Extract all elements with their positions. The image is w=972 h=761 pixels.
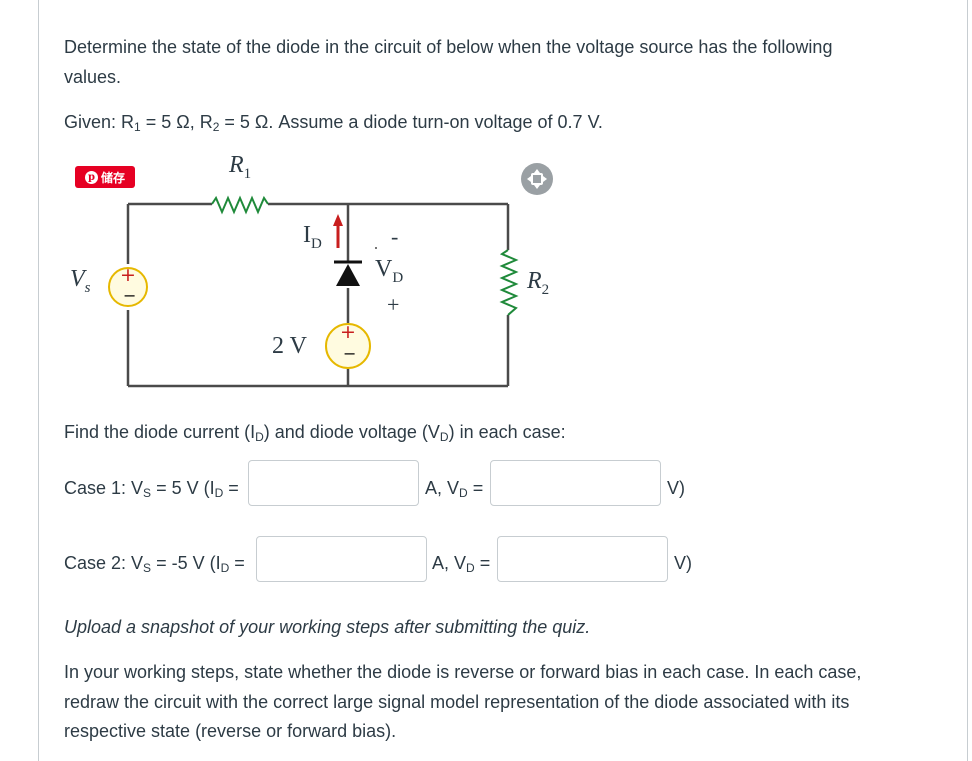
given-suffix: = 5 Ω. Assume a diode turn-on voltage of…	[219, 112, 603, 132]
vs-source-icon	[108, 267, 148, 307]
diode-icon	[334, 260, 362, 286]
upload-note: Upload a snapshot of your working steps …	[64, 617, 591, 637]
case2-unit: V)	[674, 553, 692, 573]
vd-minus-label: -	[391, 224, 399, 249]
source-2v-plus-mark: +	[340, 321, 356, 343]
content-border-left	[38, 0, 39, 761]
pinterest-save-button[interactable]: p 储存	[75, 166, 135, 188]
source-2v-label: 2 V	[272, 333, 307, 359]
source-2v-minus-mark: −	[343, 344, 357, 363]
given-r1-sub: 1	[134, 120, 141, 134]
id-label: ID	[303, 222, 322, 252]
case1-unit: V)	[667, 478, 685, 498]
case1-label: Case 1: VS = 5 V (ID =	[64, 478, 239, 500]
given-r2-sub: 2	[212, 120, 220, 134]
arrow-up-icon	[333, 214, 343, 248]
r2-label: R2	[527, 268, 550, 298]
circuit-diagram	[108, 195, 519, 388]
vd-label: VD	[375, 256, 404, 286]
given-r1-mid: = 5 Ω, R	[140, 112, 213, 132]
question-intro-line1: Determine the state of the diode in the …	[64, 37, 833, 57]
steps-line3: respective state (reverse or forward bia…	[64, 721, 397, 741]
r2-resistor-icon	[499, 249, 519, 316]
r1-label: R1	[229, 152, 252, 182]
r1-resistor-icon	[211, 195, 269, 215]
vs-label: Vs	[70, 266, 91, 296]
case1-vd-label: A, VD =	[425, 478, 484, 500]
vd-plus-label: +	[387, 292, 400, 317]
case2-id-input[interactable]	[256, 536, 427, 582]
content-border-right	[967, 0, 968, 761]
expand-image-button[interactable]	[521, 163, 553, 195]
case2-vd-input[interactable]	[497, 536, 668, 582]
find-line: Find the diode current (ID) and diode vo…	[64, 422, 566, 444]
case1-id-input[interactable]	[248, 460, 419, 506]
steps-line2: redraw the circuit with the correct larg…	[64, 692, 850, 712]
source-2v-icon	[325, 323, 371, 369]
case2-label: Case 2: VS = -5 V (ID =	[64, 553, 245, 575]
case2-vd-label: A, VD =	[432, 553, 491, 575]
pinterest-save-label: 储存	[100, 170, 125, 185]
question-intro-line2: values.	[64, 67, 122, 87]
given-line: Given: R1 = 5 Ω, R2 = 5 Ω. Assume a diod…	[64, 107, 603, 137]
vs-minus-mark: −	[123, 286, 137, 305]
given-prefix: Given: R	[64, 112, 135, 132]
vs-plus-mark: +	[120, 264, 136, 286]
expand-icon	[527, 169, 547, 189]
case1-vd-input[interactable]	[490, 460, 661, 506]
pinterest-save-icon: p	[84, 170, 98, 184]
steps-line1: In your working steps, state whether the…	[64, 662, 862, 682]
